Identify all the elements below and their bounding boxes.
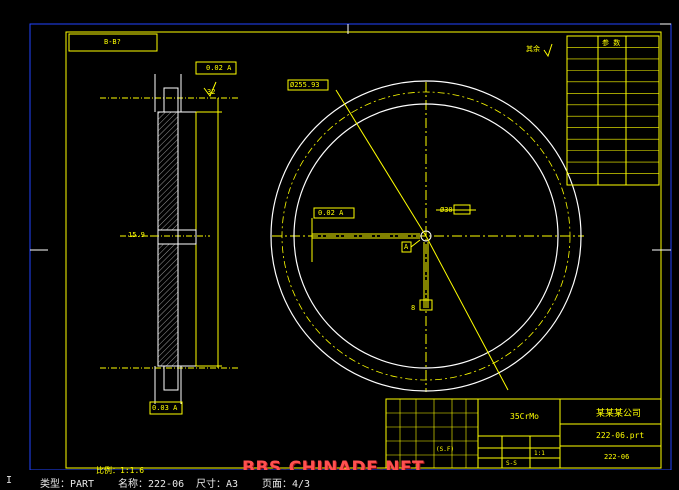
dim-key: 8 — [411, 304, 416, 312]
status-page: 页面：4/3 — [262, 479, 311, 490]
title-drawing-no: 222-06.prt — [596, 431, 645, 440]
title-company: 某某某公司 — [596, 409, 642, 419]
status-scale: 比例：1:1.6 — [96, 466, 145, 475]
dim-bore: Ø30 — [440, 206, 453, 214]
inner-rim — [293, 103, 559, 369]
dim-outer-diameter: Ø255.93 — [290, 81, 320, 89]
roughness-note: 其余 — [526, 45, 540, 53]
status-name: 名称：222-06 — [118, 479, 185, 490]
title-part-code: 222-06 — [604, 453, 630, 461]
datum-a: A — [404, 243, 409, 251]
parameter-table[interactable] — [543, 35, 660, 186]
side-view[interactable] — [100, 61, 238, 415]
view-label-box — [68, 33, 158, 52]
status-bar: I 类型：PART 名称：222-06 尺寸：A3 页面：4/3 比例：1:1.… — [0, 466, 679, 490]
status-cursor: I — [6, 475, 13, 486]
status-size: 尺寸：A3 — [196, 479, 239, 490]
title-small-3: S-S — [506, 460, 517, 467]
title-small-2: 1:1 — [534, 450, 545, 457]
front-view[interactable] — [270, 79, 584, 392]
title-small-1: (S.F) — [436, 446, 455, 453]
tolerance-frame-bottom: 0.03 A — [152, 404, 178, 412]
outer-rim — [270, 80, 582, 392]
sheet-border-outer — [29, 23, 672, 471]
bore — [420, 230, 432, 242]
dim-side-tolerance: 15.9 — [128, 231, 145, 239]
tolerance-frame-left: 0.02 A — [318, 209, 344, 217]
title-block[interactable] — [385, 398, 662, 469]
status-type: 类型：PART — [40, 479, 95, 490]
tolerance-frame-top: 0.02 A — [206, 64, 232, 72]
parameter-table-header: 参 数 — [602, 39, 621, 47]
view-label: B-B? — [104, 38, 121, 46]
dim-width: 32 — [207, 88, 216, 96]
title-material: 35CrMo — [510, 412, 539, 421]
